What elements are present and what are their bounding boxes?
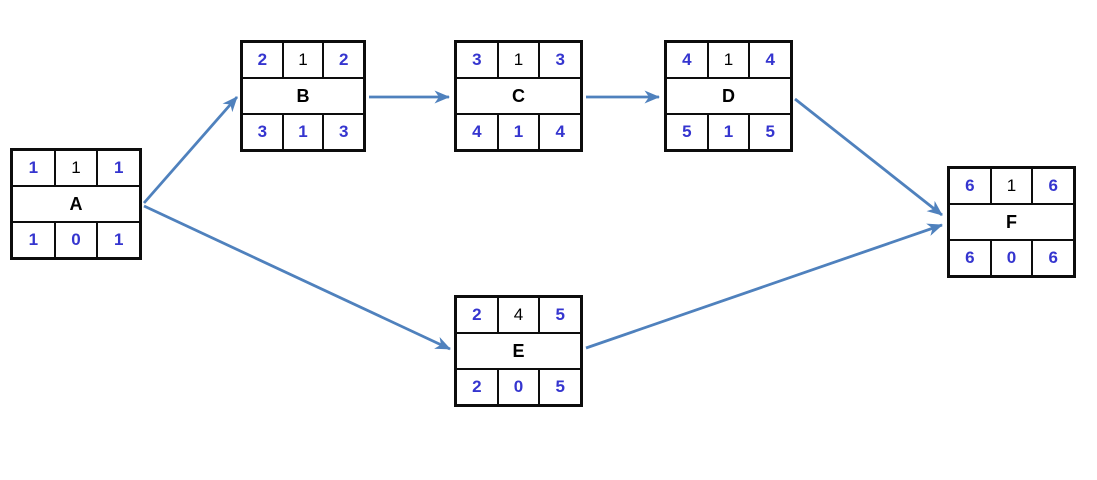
node-c-early-finish: 3 <box>538 43 580 77</box>
node-e-label: E <box>457 332 580 368</box>
node-c-bottom-row: 4 1 4 <box>457 113 580 149</box>
node-c-late-start: 4 <box>472 122 482 141</box>
node-a-bottom-row: 1 0 1 <box>13 221 139 257</box>
node-a-slack: 0 <box>53 223 97 257</box>
node-f-top-row: 6 1 6 <box>950 169 1073 203</box>
node-b-late-finish: 3 <box>322 115 363 149</box>
node-b-slack: 1 <box>281 115 323 149</box>
node-f-label: F <box>950 203 1073 239</box>
node-d-duration: 1 <box>706 43 749 77</box>
node-a-top-row: 1 1 1 <box>13 151 139 185</box>
node-f-duration: 1 <box>989 169 1032 203</box>
node-d-early-start: 4 <box>682 50 692 69</box>
node-e: 2 4 5 E 2 0 5 <box>454 295 583 407</box>
node-e-early-start: 2 <box>472 305 482 324</box>
node-a-early-finish: 1 <box>96 151 139 185</box>
node-e-slack: 0 <box>496 370 539 404</box>
node-c-duration: 1 <box>496 43 539 77</box>
node-e-duration: 4 <box>496 298 539 332</box>
node-e-late-start: 2 <box>472 377 482 396</box>
node-b-bottom-row: 3 1 3 <box>243 113 363 149</box>
node-e-top-row: 2 4 5 <box>457 298 580 332</box>
node-f-slack: 0 <box>989 241 1032 275</box>
node-d-late-start: 5 <box>682 122 692 141</box>
node-f: 6 1 6 F 6 0 6 <box>947 166 1076 278</box>
node-a-late-start: 1 <box>28 230 39 249</box>
node-a: 1 1 1 A 1 0 1 <box>10 148 142 260</box>
node-c: 3 1 3 C 4 1 4 <box>454 40 583 152</box>
node-d-slack: 1 <box>706 115 749 149</box>
node-a-duration: 1 <box>53 151 97 185</box>
edge-a-e <box>143 204 451 351</box>
node-c-slack: 1 <box>496 115 539 149</box>
node-e-early-finish: 5 <box>538 298 580 332</box>
node-b-top-row: 2 1 2 <box>243 43 363 77</box>
node-c-top-row: 3 1 3 <box>457 43 580 77</box>
node-b-duration: 1 <box>281 43 323 77</box>
node-f-early-start: 6 <box>965 176 975 195</box>
node-b-late-start: 3 <box>257 122 268 141</box>
node-f-late-finish: 6 <box>1031 241 1073 275</box>
node-b: 2 1 2 B 3 1 3 <box>240 40 366 152</box>
edge-a-b <box>142 96 239 204</box>
edge-d-f <box>794 97 943 217</box>
node-b-label: B <box>243 77 363 113</box>
node-b-early-finish: 2 <box>322 43 363 77</box>
edge-e-f <box>585 223 943 350</box>
node-a-label: A <box>13 185 139 221</box>
node-c-label: C <box>457 77 580 113</box>
node-c-late-finish: 4 <box>538 115 580 149</box>
node-d-label: D <box>667 77 790 113</box>
node-a-early-start: 1 <box>28 158 39 177</box>
node-f-bottom-row: 6 0 6 <box>950 239 1073 275</box>
node-a-late-finish: 1 <box>96 223 139 257</box>
node-c-early-start: 3 <box>472 50 482 69</box>
node-b-early-start: 2 <box>257 50 268 69</box>
node-f-early-finish: 6 <box>1031 169 1073 203</box>
node-d-bottom-row: 5 1 5 <box>667 113 790 149</box>
node-d-top-row: 4 1 4 <box>667 43 790 77</box>
node-e-late-finish: 5 <box>538 370 580 404</box>
node-e-bottom-row: 2 0 5 <box>457 368 580 404</box>
node-d-early-finish: 4 <box>748 43 790 77</box>
node-d-late-finish: 5 <box>748 115 790 149</box>
node-f-late-start: 6 <box>965 248 975 267</box>
node-d: 4 1 4 D 5 1 5 <box>664 40 793 152</box>
